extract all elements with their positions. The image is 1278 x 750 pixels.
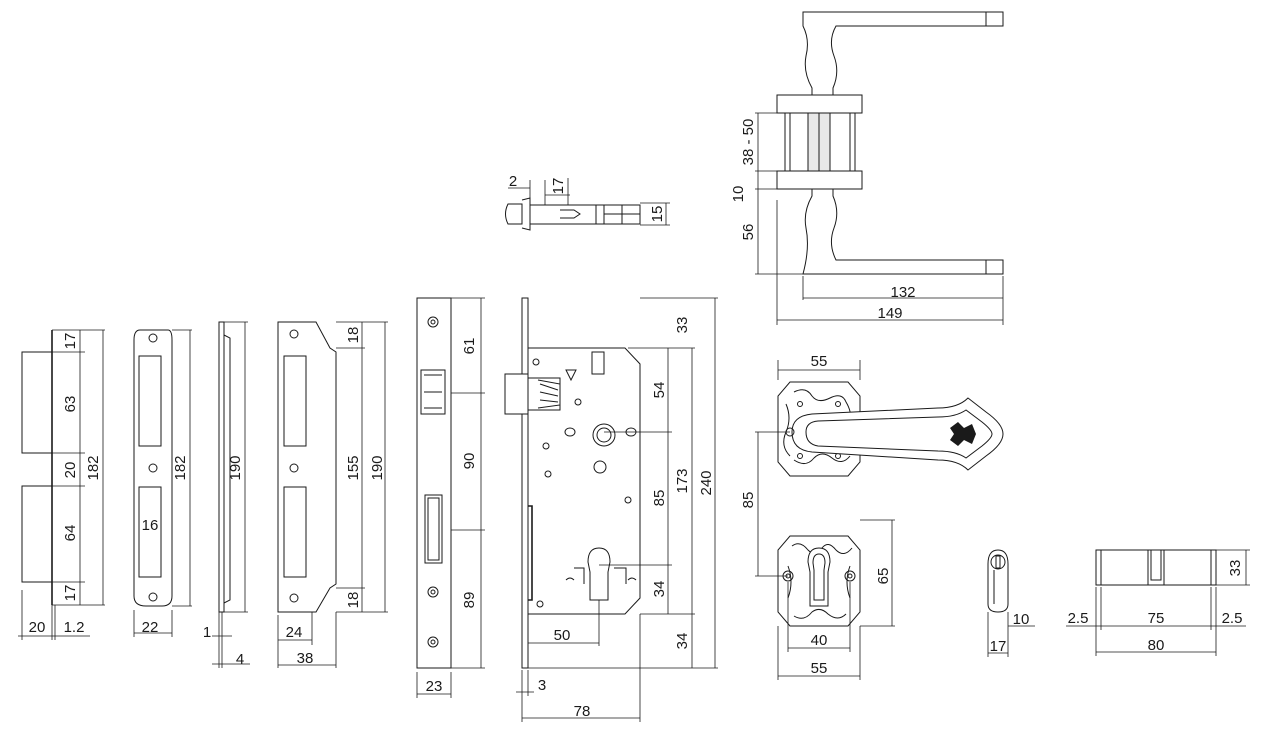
dim-lockbody-c: 85 bbox=[651, 490, 668, 507]
lock-faceplate bbox=[416, 297, 485, 698]
strike-plate-side-profile bbox=[212, 321, 250, 668]
dim-handle-door: 38 - 50 bbox=[740, 119, 757, 166]
dim-faceplate-w: 23 bbox=[426, 678, 443, 695]
dim-latch-a: 2 bbox=[509, 173, 517, 190]
dim-strike-a-w1: 20 bbox=[29, 619, 46, 636]
dim-strike-d-w1: 24 bbox=[286, 624, 303, 641]
dim-cyl-total: 80 bbox=[1148, 637, 1165, 654]
dim-strike-a-h2: 63 bbox=[62, 396, 79, 413]
lever-handle-side-view bbox=[755, 11, 1004, 325]
latch-bolt bbox=[505, 178, 670, 231]
dim-strike-b-slot: 16 bbox=[142, 517, 159, 534]
dim-lockbody-plate: 3 bbox=[538, 677, 546, 694]
lever-handle-front-view bbox=[755, 360, 1004, 680]
dim-cyl-right: 2.5 bbox=[1222, 610, 1243, 627]
dim-handle-lever-h: 56 bbox=[740, 224, 757, 241]
dim-faceplate-a: 61 bbox=[461, 338, 478, 355]
dim-cyl-mid: 75 bbox=[1148, 610, 1165, 627]
dim-strike-d-w2: 38 bbox=[297, 650, 314, 667]
dim-cyl-height: 33 bbox=[1227, 560, 1244, 577]
dim-escutcheon-h: 65 bbox=[875, 568, 892, 585]
dim-key-a: 10 bbox=[1013, 611, 1030, 628]
dim-lockbody-f: 34 bbox=[651, 581, 668, 598]
dim-lockbody-g: 34 bbox=[674, 633, 691, 650]
dim-escutcheon-inner: 40 bbox=[811, 632, 828, 649]
mortise-lock-body bbox=[504, 297, 718, 722]
strike-plate-lipped bbox=[277, 321, 388, 668]
dim-lockbody-b: 54 bbox=[651, 382, 668, 399]
dim-handle-lever-len: 132 bbox=[890, 284, 915, 301]
dim-front-rose-width: 55 bbox=[811, 353, 828, 370]
dim-strike-a-h3: 20 bbox=[62, 462, 79, 479]
dim-lockbody-d: 173 bbox=[674, 468, 691, 493]
dim-strike-a-h5: 17 bbox=[62, 585, 79, 602]
dim-handle-total-len: 149 bbox=[877, 305, 902, 322]
dim-strike-c-t2: 4 bbox=[236, 651, 244, 668]
dim-strike-b-width: 22 bbox=[142, 619, 159, 636]
dim-strike-d-top: 18 bbox=[345, 327, 362, 344]
dim-front-spacing: 85 bbox=[740, 492, 757, 509]
dim-handle-rose: 10 bbox=[730, 186, 747, 203]
dim-strike-c-t1: 1 bbox=[203, 624, 211, 641]
dim-strike-a-h4: 64 bbox=[62, 525, 79, 542]
dim-strike-d-total: 190 bbox=[369, 455, 386, 480]
dim-strike-a-total: 182 bbox=[85, 455, 102, 480]
dim-key-b: 17 bbox=[990, 638, 1007, 655]
euro-profile-cylinder bbox=[1066, 549, 1250, 656]
strike-plate-rounded bbox=[133, 329, 192, 637]
dim-strike-c-total: 190 bbox=[227, 455, 244, 480]
strike-plate-two-part bbox=[18, 329, 105, 640]
dim-latch-c: 15 bbox=[649, 206, 666, 223]
dim-strike-a-w2: 1.2 bbox=[64, 619, 85, 636]
dim-strike-b-total: 182 bbox=[172, 455, 189, 480]
dim-strike-d-bottom: 18 bbox=[345, 592, 362, 609]
dim-lockbody-depth: 78 bbox=[574, 703, 591, 720]
dim-lockbody-backset: 50 bbox=[554, 627, 571, 644]
dim-cyl-left: 2.5 bbox=[1068, 610, 1089, 627]
dim-faceplate-c: 89 bbox=[461, 592, 478, 609]
dim-lockbody-a: 33 bbox=[674, 317, 691, 334]
key-cylinder-side bbox=[987, 549, 1035, 657]
dim-latch-b: 17 bbox=[550, 178, 567, 195]
dim-strike-a-h1: 17 bbox=[62, 333, 79, 350]
dim-lockbody-e: 240 bbox=[698, 470, 715, 495]
dim-faceplate-b: 90 bbox=[461, 453, 478, 470]
dim-escutcheon-outer: 55 bbox=[811, 660, 828, 677]
dim-strike-d-mid: 155 bbox=[345, 455, 362, 480]
